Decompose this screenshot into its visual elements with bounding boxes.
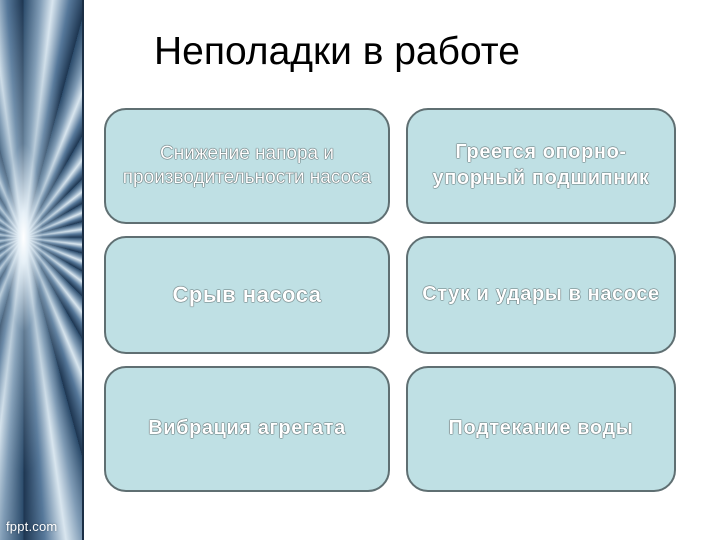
slide-title: Неполадки в работе xyxy=(154,30,520,73)
problem-cell-1: Снижение напора и производительности нас… xyxy=(104,108,390,224)
decorative-side-art: fppt.com xyxy=(0,0,84,540)
watermark-text: fppt.com xyxy=(6,519,58,534)
problem-grid: Снижение напора и производительности нас… xyxy=(104,108,676,492)
problem-cell-5: Вибрация агрегата xyxy=(104,366,390,492)
problem-cell-4: Стук и удары в насосе xyxy=(406,236,676,354)
problem-cell-2: Греется опорно-упорный подшипник xyxy=(406,108,676,224)
problem-cell-6: Подтекание воды xyxy=(406,366,676,492)
problem-cell-3: Срыв насоса xyxy=(104,236,390,354)
